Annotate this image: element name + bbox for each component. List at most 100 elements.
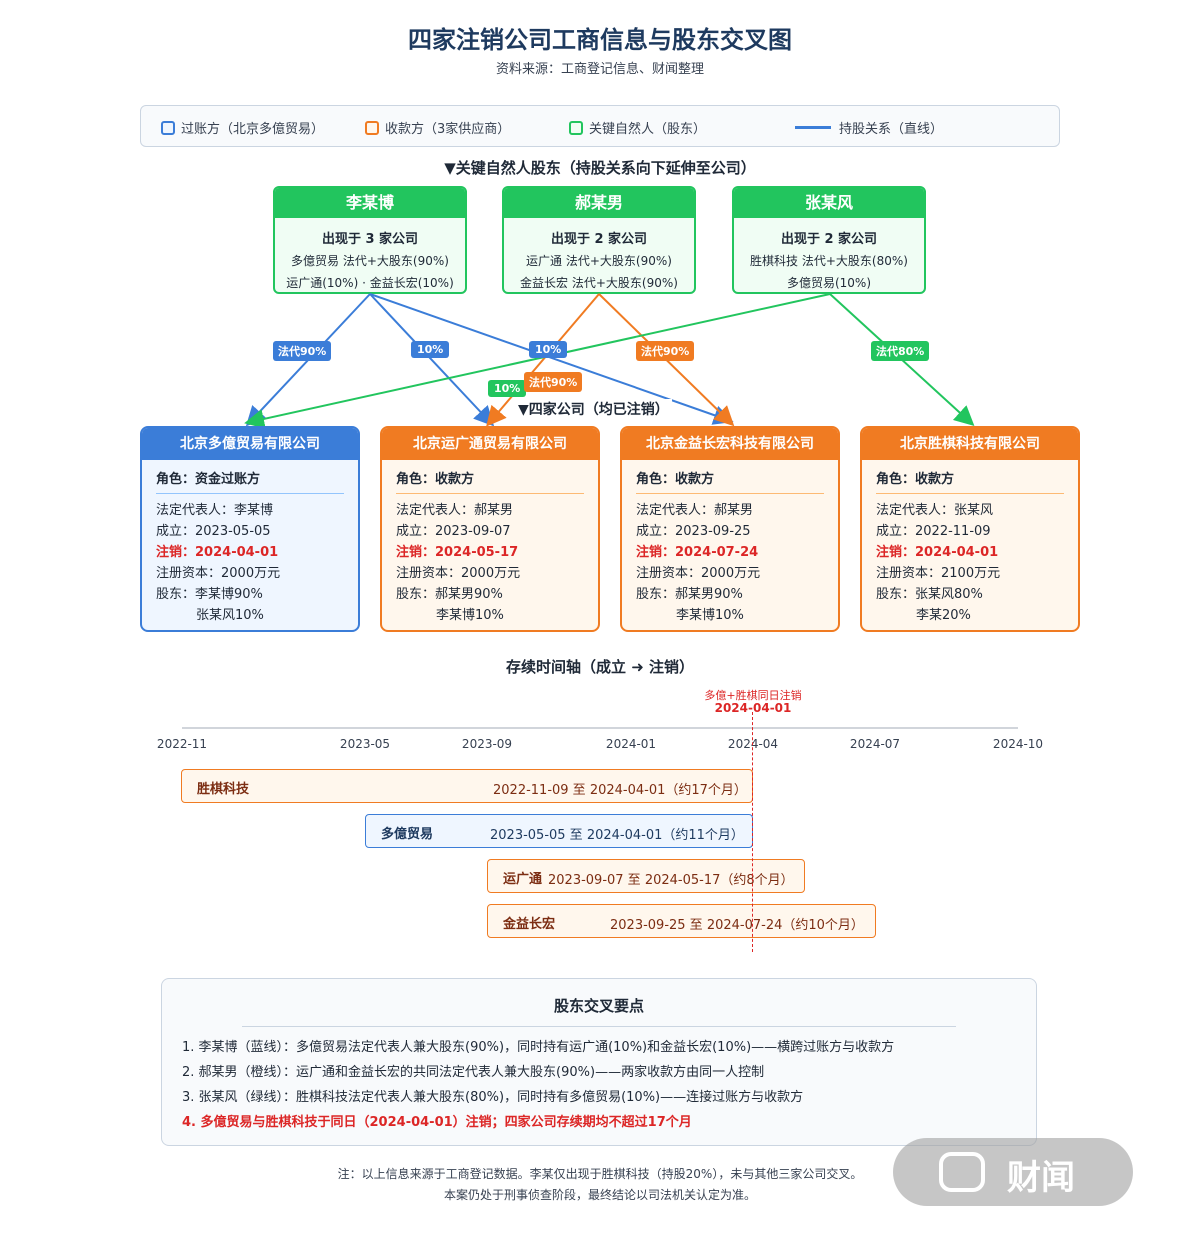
timeline-tick: 2024-07: [849, 737, 901, 751]
company-cancel: 注销：2024-04-01: [876, 542, 1064, 563]
chat-bubble-icon: [939, 1152, 985, 1192]
timeline-tick: 2023-05: [339, 737, 391, 751]
cancel-label: 注销：: [636, 545, 676, 560]
company-name: 北京胜棋科技有限公司: [862, 428, 1078, 460]
cancel-label: 注销：: [156, 545, 196, 560]
company-name: 北京多億贸易有限公司: [142, 428, 358, 460]
person-detail: 运广通 法代+大股东(90%): [526, 254, 672, 268]
edge-label: 法代90%: [273, 341, 332, 361]
bar-name: 运广通: [503, 872, 543, 887]
key-points-box: 股东交叉要点 1. 李某博（蓝线）：多億贸易法定代表人兼大股东(90%)，同时持…: [161, 978, 1037, 1146]
key-points-title: 股东交叉要点: [553, 997, 644, 1015]
company-card-yunguangtong: 北京运广通贸易有限公司 角色：收款方 法定代表人：郝某男 成立：2023-09-…: [380, 426, 600, 632]
legend: 过账方（北京多億贸易） 收款方（3家供应商） 关键自然人（股东） 持股关系（直线…: [140, 105, 1060, 147]
company-cancel: 注销：2024-04-01: [156, 542, 344, 563]
legend-item-person: 关键自然人（股东）: [569, 118, 706, 137]
timeline-marker-line: [752, 712, 753, 952]
footer-note: 本案仍处于刑事侦查阶段，最终结论以司法机关认定为准。: [443, 1188, 756, 1202]
company-cancel: 注销：2024-05-17: [396, 542, 584, 563]
cancel-date: 2024-05-17: [435, 545, 519, 560]
legend-label: 收款方（3家供应商）: [385, 122, 511, 137]
edge-li-yunguangtong: [369, 293, 495, 427]
legend-label: 关键自然人（股东）: [589, 122, 707, 137]
person-detail: 金益长宏 法代+大股东(90%): [520, 276, 678, 290]
company-name: 北京运广通贸易有限公司: [382, 428, 598, 460]
person-name: 郝某男: [504, 188, 694, 218]
edge-label: 法代90%: [636, 341, 695, 361]
company-card-jinyi: 北京金益长宏科技有限公司 角色：收款方 法定代表人：郝某男 成立：2023-09…: [620, 426, 840, 632]
bar-name: 胜棋科技: [197, 782, 250, 797]
legend-item-line: 持股关系（直线）: [795, 118, 943, 137]
company-shareholder: 李某20%: [916, 608, 971, 623]
legend-label: 持股关系（直线）: [839, 122, 944, 137]
person-detail: 胜棋科技 法代+大股东(80%): [750, 254, 908, 268]
timeline-tick: 2024-10: [992, 737, 1044, 751]
company-name: 北京金益长宏科技有限公司: [622, 428, 838, 460]
company-role: 角色：资金过账方: [156, 468, 344, 494]
company-shareholder: 股东：张某风80%: [876, 587, 983, 602]
bar-range: 2023-09-07 至 2024-05-17（约8个月）: [548, 873, 794, 888]
blue-swatch-icon: [161, 120, 175, 135]
company-shareholder: 张某风10%: [196, 608, 264, 623]
page-subtitle: 资料来源：工商登记信息、财闻整理: [495, 62, 704, 77]
edge-label: 法代90%: [524, 372, 583, 392]
company-shareholder: 李某博10%: [436, 608, 504, 623]
timeline-marker-date: 2024-04-01: [714, 701, 792, 715]
timeline-marker-note: 多億+胜棋同日注销: [704, 689, 802, 702]
company-shareholder: 股东：郝某男90%: [396, 587, 503, 602]
cancel-label: 注销：: [876, 545, 916, 560]
key-point-item: 1. 李某博（蓝线）：多億贸易法定代表人兼大股东(90%)，同时持有运广通(10…: [182, 1040, 895, 1055]
company-role: 角色：收款方: [636, 468, 824, 494]
cancel-date: 2024-04-01: [195, 545, 279, 560]
company-capital: 注册资本：2100万元: [876, 566, 1001, 581]
company-shareholder: 李某博10%: [676, 608, 744, 623]
timeline-tick: 2022-11: [156, 737, 208, 751]
watermark-text: 财闻: [1007, 1158, 1075, 1198]
company-founded: 成立：2022-11-09: [876, 524, 991, 539]
person-detail: 多億贸易(10%): [786, 276, 872, 290]
person-detail: 多億贸易 法代+大股东(90%): [291, 254, 449, 268]
timeline-bar-yunguangtong: 运广通 2023-09-07 至 2024-05-17（约8个月）: [487, 859, 805, 893]
timeline-bar-shengqi: 胜棋科技 2022-11-09 至 2024-04-01（约17个月）: [181, 769, 753, 803]
person-card-zhang: 张某风 出现于 2 家公司 胜棋科技 法代+大股东(80%) 多億贸易(10%): [732, 186, 926, 294]
person-card-li: 李某博 出现于 3 家公司 多億贸易 法代+大股东(90%) 运广通(10%) …: [273, 186, 467, 294]
person-count: 出现于 2 家公司: [780, 232, 878, 247]
legend-item-receiver: 收款方（3家供应商）: [365, 118, 510, 137]
timeline-tick: 2024-04: [727, 737, 779, 751]
person-count: 出现于 3 家公司: [321, 232, 419, 247]
person-name: 张某风: [734, 188, 924, 218]
company-founded: 成立：2023-05-05: [156, 524, 271, 539]
legend-item-payer: 过账方（北京多億贸易）: [161, 118, 324, 137]
cancel-date: 2024-04-01: [915, 545, 999, 560]
key-point-item: 2. 郝某男（橙线）：运广通和金益长宏的共同法定代表人兼大股东(90%)——两家…: [182, 1065, 765, 1080]
key-point-item: 3. 张某风（绿线）：胜棋科技法定代表人兼大股东(80%)，同时持有多億贸易(1…: [182, 1090, 804, 1105]
shareholding-lines: [244, 293, 975, 429]
page-title: 四家注销公司工商信息与股东交叉图: [408, 26, 792, 54]
cancel-label: 注销：: [396, 545, 436, 560]
green-swatch-icon: [569, 120, 583, 135]
timeline-tick: 2023-09: [461, 737, 513, 751]
legend-label: 过账方（北京多億贸易）: [181, 122, 325, 137]
person-card-hao: 郝某男 出现于 2 家公司 运广通 法代+大股东(90%) 金益长宏 法代+大股…: [502, 186, 696, 294]
company-capital: 注册资本：2000万元: [636, 566, 761, 581]
company-capital: 注册资本：2000万元: [396, 566, 521, 581]
company-legal: 法定代表人：郝某男: [636, 503, 754, 518]
company-card-duoyi: 北京多億贸易有限公司 角色：资金过账方 法定代表人：李某博 成立：2023-05…: [140, 426, 360, 632]
companies-section-header: ▼四家公司（均已注销）: [515, 399, 672, 419]
company-founded: 成立：2023-09-25: [636, 524, 751, 539]
company-shareholder: 股东：李某博90%: [156, 587, 263, 602]
person-count: 出现于 2 家公司: [550, 232, 648, 247]
cancel-date: 2024-07-24: [675, 545, 759, 560]
edge-label: 10%: [529, 341, 568, 358]
edge-zhang-duoyi: [244, 293, 831, 429]
bar-name: 金益长宏: [503, 917, 556, 932]
edge-label: 法代80%: [871, 341, 930, 361]
line-swatch-icon: [795, 126, 831, 129]
company-shareholder: 股东：郝某男90%: [636, 587, 743, 602]
bar-range: 2023-05-05 至 2024-04-01（约11个月）: [490, 828, 744, 843]
company-card-shengqi: 北京胜棋科技有限公司 角色：收款方 法定代表人：张某风 成立：2022-11-0…: [860, 426, 1080, 632]
edge-label: 10%: [488, 380, 527, 397]
orange-swatch-icon: [365, 120, 379, 135]
watermark: 财闻: [893, 1138, 1133, 1206]
bar-name: 多億贸易: [381, 827, 434, 842]
